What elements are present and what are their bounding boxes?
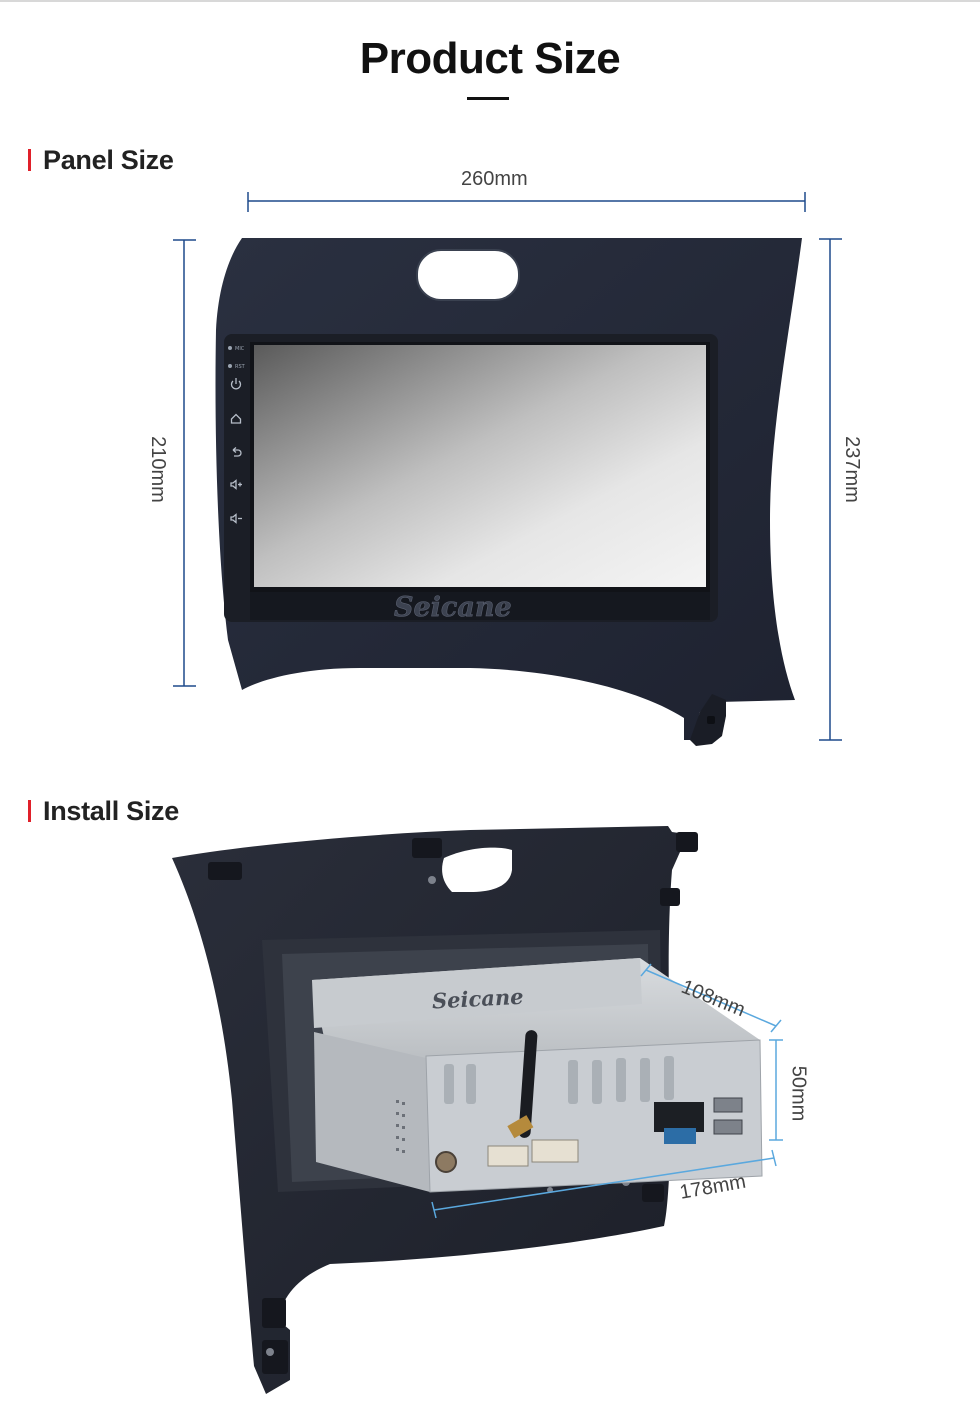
screen-chin <box>250 592 710 620</box>
total-height-dimension-line <box>819 238 842 741</box>
mic-hole <box>228 346 232 350</box>
depth-dimension-line <box>640 963 782 1033</box>
page-title: Product Size <box>359 34 621 83</box>
reset-hole <box>228 364 232 368</box>
panel-brand-logo: Seicane <box>394 592 512 623</box>
install-size-heading: Install Size <box>28 796 179 826</box>
back-icon <box>232 447 242 457</box>
power-connector <box>435 1151 457 1173</box>
width-install-dimension-line <box>431 1149 777 1219</box>
screen-height-dimension-line <box>173 239 196 687</box>
multi-pin-connector <box>654 1102 704 1132</box>
width-dimension-label: 260mm <box>461 168 528 190</box>
multi-pin-connector-tab <box>664 1128 696 1144</box>
side-icons <box>230 378 242 524</box>
title-underline <box>467 97 509 100</box>
side-button-column: MIC RST <box>228 346 246 370</box>
home-icon <box>230 413 242 424</box>
head-unit-front-top <box>312 958 642 1028</box>
display-screen <box>254 345 706 587</box>
install-size-label: Install Size <box>43 795 179 826</box>
top-divider <box>0 0 980 2</box>
unit-height-dimension-label: 50mm <box>787 1065 810 1122</box>
panel-size-heading: Panel Size <box>28 145 174 175</box>
top-clips <box>208 832 698 1374</box>
height-dimension-line <box>769 1039 783 1141</box>
reset-label: RST <box>235 364 246 370</box>
screen-height-dimension-label: 210mm <box>146 436 169 503</box>
total-height-dimension-label: 237mm <box>840 436 863 503</box>
harness-connector <box>487 1145 529 1167</box>
usb-port <box>713 1119 743 1135</box>
width-dimension-line <box>247 192 806 212</box>
harness-connector <box>531 1139 579 1163</box>
handle-cutout <box>416 249 520 301</box>
usb-port <box>713 1097 743 1113</box>
antenna <box>507 1030 538 1139</box>
volume-down-icon <box>230 513 242 524</box>
install-handle-cutout <box>442 847 512 892</box>
mic-label: MIC <box>235 346 245 352</box>
volume-up-icon <box>230 479 242 490</box>
chassis-side <box>314 1032 430 1192</box>
section-accent-bar <box>28 800 31 822</box>
chassis-vents <box>396 1100 405 1153</box>
bracket-hole <box>707 716 715 724</box>
rear-heatsink-slots <box>444 1056 674 1104</box>
section-accent-bar <box>28 149 31 171</box>
power-icon <box>230 378 242 390</box>
panel-size-label: Panel Size <box>43 144 174 175</box>
install-brand-logo: Seicane <box>431 984 524 1014</box>
